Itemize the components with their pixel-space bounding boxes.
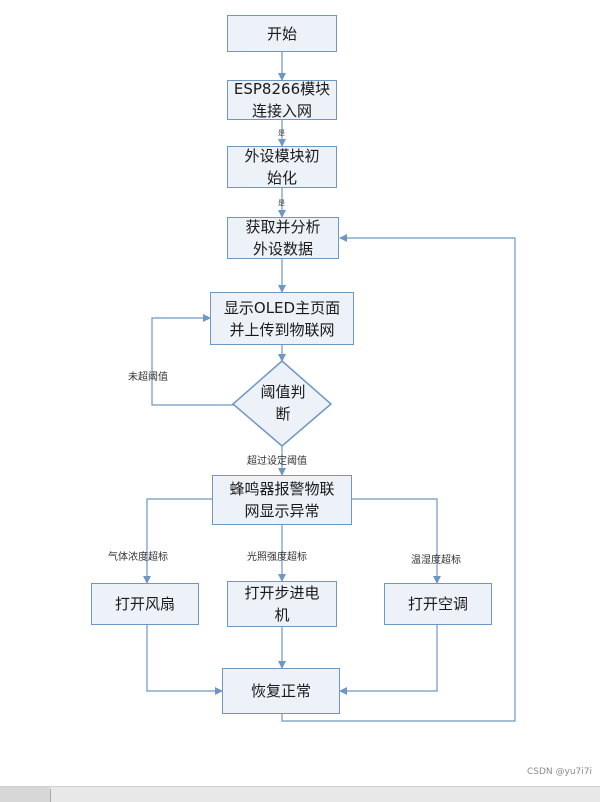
node-stepper-on: 打开步进电 机 <box>227 581 337 627</box>
node-esp8266-text: ESP8266模块 连接入网 <box>233 80 331 120</box>
horizontal-scrollbar[interactable] <box>0 786 600 802</box>
scrollbar-segment[interactable] <box>0 787 50 802</box>
edge-ac-restore <box>339 624 438 695</box>
node-threshold-judge-text: 阈值判 断 <box>260 383 306 423</box>
scrollbar-divider <box>50 789 51 802</box>
watermark: CSDN @yu7i7i <box>526 767 592 777</box>
tiny-label-1: 是 <box>278 129 285 137</box>
edge-restore-feedback <box>281 234 516 722</box>
node-ac-on-text: 打开空调 <box>407 595 468 613</box>
label-temp-humidity: 温湿度超标 <box>411 555 461 566</box>
label-gas: 气体浓度超标 <box>108 552 168 563</box>
edge-buzzer-fan <box>143 498 212 584</box>
node-peripheral-init-text: 外设模块初 始化 <box>244 147 320 187</box>
label-light: 光照强度超标 <box>247 552 307 563</box>
node-start-text: 开始 <box>266 24 297 43</box>
node-threshold-judge: 阈值判 断 <box>238 381 328 425</box>
node-display-upload: 显示OLED主页面 并上传到物联网 <box>210 292 354 345</box>
node-stepper-on-text: 打开步进电 机 <box>244 584 320 624</box>
node-restore-text: 恢复正常 <box>250 682 311 700</box>
threshold-diamond-shape <box>231 360 333 447</box>
tiny-label-2: 是 <box>278 199 285 207</box>
node-acquire-analyze-text: 获取并分析 外设数据 <box>245 218 321 258</box>
edge-fan-restore <box>146 624 223 695</box>
node-fan-on: 打开风扇 <box>91 583 199 625</box>
node-ac-on: 打开空调 <box>384 583 492 625</box>
node-fan-on-text: 打开风扇 <box>114 595 175 613</box>
label-not-exceed: 未超阈值 <box>128 372 168 383</box>
node-display-upload-text: 显示OLED主页面 并上传到物联网 <box>223 298 341 339</box>
node-buzzer-alarm-text: 蜂鸣器报警物联 网显示异常 <box>229 480 335 520</box>
edge-buzzer-ac <box>352 498 441 584</box>
node-restore: 恢复正常 <box>222 668 340 714</box>
node-buzzer-alarm: 蜂鸣器报警物联 网显示异常 <box>212 475 352 525</box>
node-start: 开始 <box>227 15 337 52</box>
node-peripheral-init: 外设模块初 始化 <box>227 146 337 188</box>
node-esp8266: ESP8266模块 连接入网 <box>227 80 337 120</box>
node-acquire-analyze: 获取并分析 外设数据 <box>227 217 339 259</box>
label-exceed: 超过设定阈值 <box>247 456 307 467</box>
edge-not-exceed-loop <box>151 314 236 406</box>
